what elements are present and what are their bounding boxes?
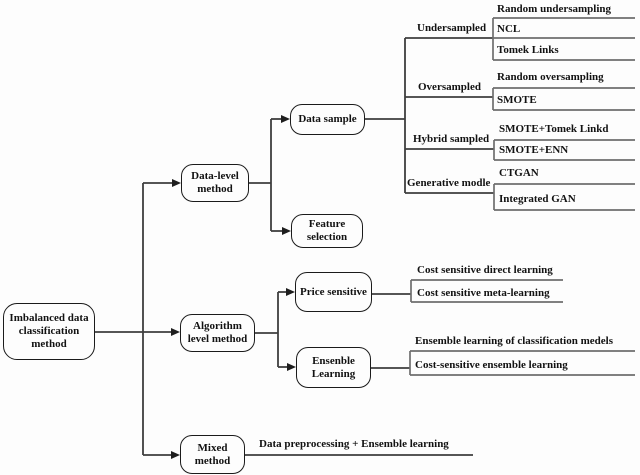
leaf-ensemble-classification-models: Ensemble learning of classification mede… (415, 335, 613, 347)
leaf-smote-tomek-linkd: SMOTE+Tomek Linkd (499, 123, 609, 135)
leaf-ctgan: CTGAN (499, 167, 539, 179)
leaf-cost-sensitive-ensemble: Cost-sensitive ensemble learning (415, 359, 568, 371)
label-oversampled: Oversampled (418, 81, 481, 93)
leaf-integrated-gan: Integrated GAN (499, 193, 576, 205)
leaf-random-oversampling: Random oversampling (497, 71, 604, 83)
arrowhead-price (286, 288, 295, 296)
label-generative-modle: Generative modle (407, 177, 491, 189)
arrowhead-ensenble (287, 363, 296, 371)
leaf-ncl: NCL (497, 23, 521, 35)
leaf-random-undersampling: Random undersampling (497, 3, 612, 15)
node-feature-selection: Feature selection (291, 214, 363, 248)
arrowhead-feature-selection (282, 227, 291, 235)
node-ensenble-learning: Ensenble Learning (296, 347, 371, 388)
node-price-sensitive: Price sensitive (295, 272, 372, 312)
leaf-cost-sensitive-direct: Cost sensitive direct learning (417, 264, 553, 276)
label-hybrid-sampled: Hybrid sampled (413, 133, 490, 145)
label-undersampled: Undersampled (417, 22, 487, 34)
node-data-sample: Data sample (290, 104, 365, 135)
leaf-smote: SMOTE (497, 94, 537, 106)
leaf-tomek-links: Tomek Links (497, 44, 559, 56)
leaf-cost-sensitive-meta: Cost sensitive meta-learning (417, 287, 550, 299)
node-imbalanced-root: Imbalanced data classification method (3, 303, 95, 360)
node-mixed-method: Mixed method (180, 435, 245, 474)
arrowhead-data-sample (281, 115, 290, 123)
node-algorithm-level-method: Algorithm level method (180, 314, 255, 352)
leaf-data-preprocessing-ensemble: Data preprocessing + Ensemble learning (259, 438, 449, 450)
node-data-level-method: Data-level method (181, 164, 249, 202)
leaf-smote-enn: SMOTE+ENN (499, 144, 569, 156)
arrowhead-mixed (171, 451, 180, 459)
arrowhead-algorithm (171, 328, 180, 336)
arrowhead-data-level (172, 179, 181, 187)
